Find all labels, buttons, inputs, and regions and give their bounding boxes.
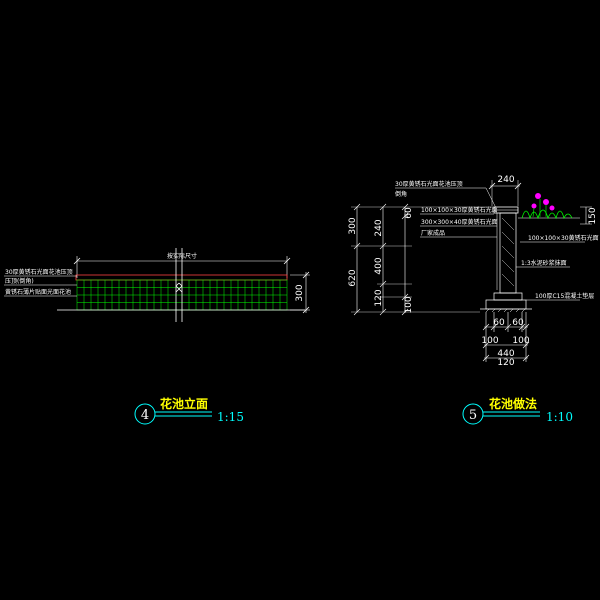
elevation-title-block: 4 花池立面 1:15 xyxy=(134,396,244,425)
bottom-dim-60-right: 60 xyxy=(512,318,524,328)
section-title-block: 5 花池做法 1:10 xyxy=(462,396,573,425)
dim-60: 60 xyxy=(404,207,414,219)
elevation-title: 花池立面 xyxy=(160,396,208,411)
section-number: 5 xyxy=(469,408,477,423)
section-callout-tile-100: 100×100×30厚黄锈石光面 xyxy=(421,206,498,214)
section-wall xyxy=(496,212,517,294)
bottom-dim-100-right: 100 xyxy=(512,336,529,346)
height-dimension: 300 xyxy=(290,271,310,314)
elevation-callouts: 30厚黄锈石光面花池压顶 压顶(倒角) 黄锈石薄片贴面光面花池 xyxy=(4,268,77,297)
dim-100: 100 xyxy=(404,296,414,313)
callout-cladding: 黄锈石薄片贴面光面花池 xyxy=(5,288,71,296)
right-dim-label: 150 xyxy=(588,207,598,224)
section-foundation xyxy=(480,292,532,313)
bottom-dim-100-left: 100 xyxy=(481,336,498,346)
elevation-number: 4 xyxy=(141,408,149,423)
elevation-number-circle xyxy=(134,403,156,425)
callout-coping: 30厚黄锈石光面花池压顶 xyxy=(5,268,73,276)
section-scale: 1:10 xyxy=(546,410,573,424)
section-number-circle xyxy=(462,403,484,425)
callout-chamfer: 压顶(倒角) xyxy=(5,277,34,285)
dim-120: 120 xyxy=(374,289,384,306)
flower-icon xyxy=(535,193,541,199)
section-callout-mortar: 1:3水泥砂浆抹面 xyxy=(521,259,567,267)
section-title: 花池做法 xyxy=(489,396,537,411)
dim-620: 620 xyxy=(348,269,358,286)
section-callout-coping: 30厚黄锈石光面花池压顶 xyxy=(395,180,463,188)
top-width-label: 240 xyxy=(497,175,514,185)
bottom-dim-440: 440 xyxy=(497,349,514,359)
section-callout-tile-300: 300×300×40厚黄锈石光面 xyxy=(421,218,498,226)
top-width-dimension: 240 xyxy=(488,175,522,206)
elevation-scale: 1:15 xyxy=(217,410,244,424)
flowerbed-section-view: 240 xyxy=(348,175,599,425)
section-callout-tile-face: 100×100×30黄锈石光面 xyxy=(528,234,599,242)
section-callout-chamfer: 倒角 xyxy=(395,190,407,198)
bottom-dim-60-left: 60 xyxy=(493,318,505,328)
flower-icon xyxy=(543,199,549,205)
dim-300: 300 xyxy=(348,217,358,234)
section-callout-concrete: 100厚C15混凝土垫层 xyxy=(535,292,594,300)
section-callout-leaders xyxy=(395,187,585,301)
shrub-foliage xyxy=(521,209,573,220)
bottom-dimension-chains xyxy=(482,312,530,362)
bottom-dim-120: 120 xyxy=(497,358,514,368)
dim-240: 240 xyxy=(374,219,384,236)
right-height-dimension: 150 xyxy=(580,206,598,225)
planting-soil xyxy=(518,193,580,220)
flower-icon xyxy=(531,203,537,209)
height-dim-label: 300 xyxy=(295,284,305,301)
left-dimension-chains xyxy=(351,203,494,316)
dim-400: 400 xyxy=(374,257,384,274)
flower-icon xyxy=(549,205,555,211)
flowerbed-elevation-view: 按实际尺寸 xyxy=(4,248,310,425)
section-callout-factory: 厂家成品 xyxy=(421,229,445,237)
coping-stone xyxy=(75,274,288,281)
tile-cladding-grid xyxy=(76,279,288,311)
